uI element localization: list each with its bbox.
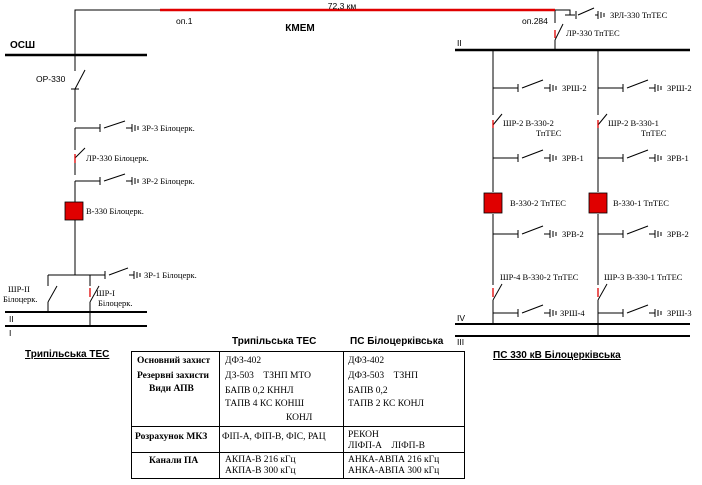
zrsh3-label: ЗРШ-3 — [667, 308, 692, 318]
zrv2b-label: ЗРВ-2 — [667, 229, 689, 239]
zr2-label: ЗР-2 Білоцерк. — [142, 176, 195, 186]
zrsh2b-label: ЗРШ-2 — [667, 83, 692, 93]
bus-i-left-label: I — [9, 328, 11, 338]
row-pa2-right: АНКА-АВПА 300 кГц — [348, 466, 440, 476]
zr3-switch — [103, 120, 126, 129]
lr330-left-label: ЛР-330 Білоцерк. — [86, 153, 149, 163]
row-apv3-left: КОНЛ — [286, 413, 313, 423]
zrl-label: ЗРЛ-330 ТпТЕС — [610, 10, 668, 20]
bus-ii-left-label: II — [9, 314, 14, 324]
shr2-label-sub: Білоцерк. — [3, 294, 38, 304]
row-main-left: ДФЗ-402 — [225, 356, 262, 366]
row-label-backup: Резервні захисти — [137, 371, 209, 381]
zrl-switch — [577, 7, 595, 16]
shr2-right-label-sub: ТпТЕС — [536, 128, 562, 138]
shr2c-right-label-sub: ТпТЕС — [641, 128, 667, 138]
breaker-v330-1 — [588, 192, 608, 214]
shr2-switch — [47, 285, 58, 303]
breaker-v330-left — [64, 201, 84, 221]
or330-label: ОР-330 — [36, 74, 66, 84]
zr2-switch — [103, 173, 126, 182]
zrv1a-label: ЗРВ-1 — [562, 153, 584, 163]
row-main-right: ДФЗ-402 — [348, 356, 385, 366]
right-station-title: ПС 330 кВ Білоцерківська — [493, 350, 621, 361]
row-pa-right: АНКА-АВПА 216 кГц — [348, 455, 440, 465]
lr-right-switch — [554, 23, 564, 41]
row-mkz-left: ФІП-А, ФІП-В, ФІС, РАЦ — [222, 432, 326, 442]
lr-right-label: ЛР-330 ТпТЕС — [566, 28, 620, 38]
zr1-label: ЗР-1 Білоцерк. — [144, 270, 197, 280]
pole-left-label: оп.1 — [176, 16, 193, 26]
pole-right-label: оп.284 — [522, 16, 548, 26]
table-head-left: Трипільська ТЕС — [232, 336, 317, 347]
shr4-label: ШР-4 В-330-2 ТпТЕС — [500, 272, 579, 282]
zr3-label: ЗР-3 Білоцерк. — [142, 123, 195, 133]
row-mkz2-right: ЛІФП-А ЛІФП-В — [348, 441, 425, 451]
row-label-pa: Канали ПА — [149, 456, 199, 466]
osh-label: ОСШ — [10, 40, 35, 51]
table-head-right: ПС Білоцерківська — [350, 336, 444, 347]
zr1-switch — [108, 267, 129, 276]
protection-table: Основний захист ДФЗ-402 ДФЗ-402 Резервні… — [131, 351, 465, 479]
v2-label: В-330-2 ТпТЕС — [510, 198, 566, 208]
row-apv2-right: ТАПВ 2 КС КОНЛ — [348, 399, 424, 409]
zrv2a-label: ЗРВ-2 — [562, 229, 584, 239]
row-label-apv: Види АПВ — [149, 384, 194, 394]
bus-iv-right-label: IV — [457, 313, 465, 323]
zrv1b-label: ЗРВ-1 — [667, 153, 689, 163]
row-label-mkz: Розрахунок МКЗ — [135, 432, 208, 442]
zrsh2a-label: ЗРШ-2 — [562, 83, 587, 93]
zrsh4-label: ЗРШ-4 — [560, 308, 585, 318]
row-apv2-left: ТАПВ 4 КС КОНШ — [225, 399, 305, 409]
row-pa-left: АКПА-В 216 кГц — [225, 455, 296, 465]
v1-label: В-330-1 ТпТЕС — [613, 198, 669, 208]
row-apv-left: БАПВ 0,2 КННЛ — [225, 386, 294, 396]
row-apv-right: БАПВ 0,2 — [348, 386, 388, 396]
bus-iii-right-label: III — [457, 337, 464, 347]
line-riser-left — [74, 9, 160, 55]
row-label-main: Основний захист — [137, 356, 211, 366]
row-mkz-right: РЕКОН — [348, 430, 379, 440]
shr2c-right-label: ШР-2 В-330-1 — [608, 118, 659, 128]
left-station-title: Трипільська ТЕС — [25, 349, 109, 360]
shr2-right-label: ШР-2 В-330-2 — [503, 118, 554, 128]
line-name-label: КМЕМ — [285, 23, 314, 34]
shr1-switch — [89, 285, 100, 303]
line-length-label: 72,3 км — [328, 1, 357, 11]
row-backup-right: ДФЗ-503 ТЗНП — [348, 371, 418, 381]
row-pa2-left: АКПА-В 300 кГц — [225, 466, 296, 476]
row-backup-left: ДЗ-503 ТЗНП МТО — [225, 371, 312, 381]
shr3-label: ШР-3 В-330-1 ТпТЕС — [604, 272, 683, 282]
shr1-label: ШР-I — [96, 288, 115, 298]
shr1-label-sub: Білоцерк. — [98, 298, 133, 308]
or330-switch — [74, 69, 86, 90]
bus-ii-right-label: II — [457, 38, 462, 48]
shr2-label: ШР-II — [8, 284, 30, 294]
v330-left-label: В-330 Білоцерк. — [86, 206, 144, 216]
breaker-v330-2 — [483, 192, 503, 214]
